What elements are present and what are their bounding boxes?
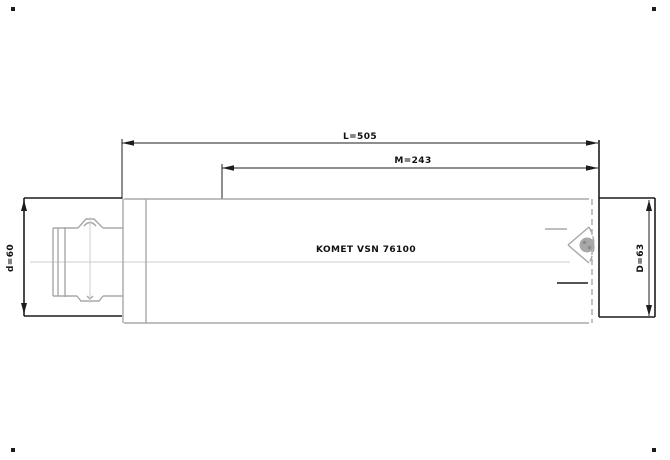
shank-block	[21, 197, 122, 317]
dim-intermediate-length-label: M=243	[394, 156, 432, 166]
dim-right-diameter-label: D=63	[636, 243, 646, 273]
corner-mark-top-right	[652, 7, 656, 11]
part-identification-label: KOMET VSN 76100	[315, 245, 417, 255]
dimension-intermediate-length	[221, 164, 598, 199]
insert-screw	[579, 237, 595, 253]
dimension-overall-length	[121, 139, 598, 199]
corner-marks	[11, 7, 656, 452]
clamp-detail	[52, 217, 123, 303]
corner-mark-bottom-left	[11, 448, 15, 452]
corner-mark-bottom-right	[652, 448, 656, 452]
head-block	[598, 140, 656, 318]
dim-left-diameter-label: d=60	[6, 243, 16, 273]
corner-mark-top-left	[11, 7, 15, 11]
cutting-insert	[545, 226, 595, 284]
dim-overall-length-label: L=505	[342, 132, 378, 142]
body-outline	[122, 198, 593, 324]
